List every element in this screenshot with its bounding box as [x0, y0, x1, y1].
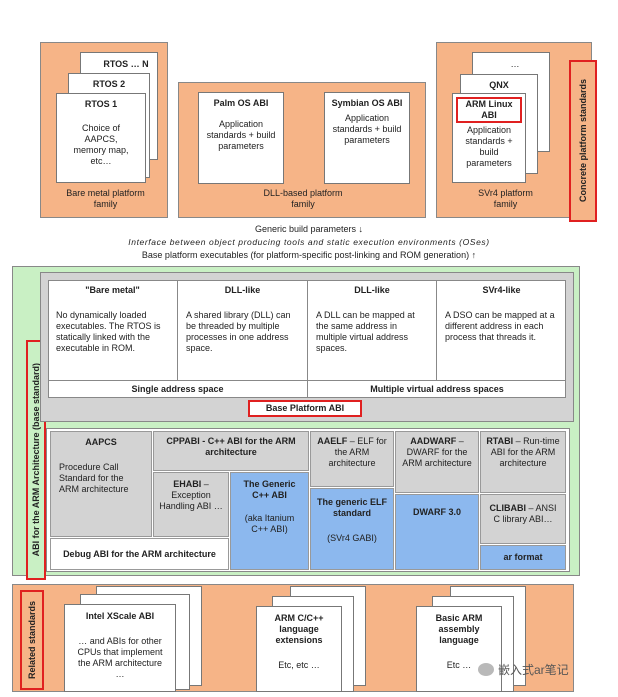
col-dll-like-1-title: DLL-like	[224, 285, 261, 295]
asm-title: Basic ARM assembly language	[435, 613, 483, 645]
wechat-icon	[478, 662, 494, 676]
symbian-os-card: Symbian OS ABI Application standards + b…	[324, 92, 410, 184]
bare-metal-family-label: Bare metal platform family	[66, 188, 145, 209]
col-dll-like-2: DLL-like A DLL can be mapped at the same…	[308, 280, 437, 380]
qnx-label: QNX	[489, 80, 509, 90]
palm-os-desc: Application standards + build parameters	[206, 119, 276, 151]
interface-line: Interface between object producing tools…	[128, 237, 490, 247]
rtos-n-label: RTOS … N	[103, 59, 149, 69]
col-svr4-like: SVr4-like A DSO can be mapped at a diffe…	[437, 280, 566, 380]
arm-linux-title: ARM Linux ABI	[456, 97, 522, 123]
aaelf-desc: – ELF for the ARM architecture	[328, 436, 387, 468]
generic-cpp-abi-desc: (aka Itanium C++ ABI)	[244, 513, 295, 534]
multiple-address-spaces: Multiple virtual address spaces	[308, 380, 566, 398]
col-svr4-like-title: SVr4-like	[482, 285, 521, 295]
clibabi-title: CLIBABI	[489, 503, 526, 513]
svr4-family-label: SVr4 platform family	[478, 188, 533, 209]
col-bare-metal-desc: No dynamically loaded executables. The R…	[56, 310, 161, 353]
cppabi-title: CPPABI - C++ ABI for the ARM architectur…	[166, 436, 296, 457]
cpp-ext-title: ARM C/C++ language extensions	[274, 613, 324, 645]
rtabi-cell: RTABI – Run-time ABI for the ARM archite…	[480, 431, 566, 493]
cpp-ext-card: ARM C/C++ language extensions Etc, etc …	[256, 606, 342, 692]
col-dll-like-2-desc: A DLL can be mapped at the same address …	[316, 310, 415, 353]
aadwarf-title: AADWARF	[410, 436, 457, 446]
generic-build-parameters: Generic build parameters ↓	[254, 224, 364, 234]
arm-linux-desc: Application standards + build parameters	[465, 125, 513, 168]
symbian-os-title: Symbian OS ABI	[331, 98, 403, 108]
generic-elf-cell: The generic ELF standard (SVr4 GABI)	[310, 488, 394, 570]
asm-card: Basic ARM assembly language Etc …	[416, 606, 502, 692]
rtos-2-label: RTOS 2	[92, 79, 126, 89]
aaelf-title: AAELF	[317, 436, 348, 446]
col-dll-like-2-title: DLL-like	[354, 285, 390, 295]
aapcs-desc: Procedure Call Standard for the ARM arch…	[59, 462, 129, 494]
base-platform-abi-label: Base Platform ABI	[248, 400, 362, 417]
col-dll-like-1-desc: A shared library (DLL) can be threaded b…	[186, 310, 291, 353]
palm-os-card: Palm OS ABI Application standards + buil…	[198, 92, 284, 184]
generic-cpp-abi-title: The Generic C++ ABI	[243, 479, 296, 500]
svr4-dots-label: …	[510, 59, 520, 69]
generic-elf-title: The generic ELF standard	[317, 497, 388, 518]
asm-desc: Etc …	[446, 660, 472, 670]
col-dll-like-1: DLL-like A shared library (DLL) can be t…	[178, 280, 308, 380]
ar-format-cell: ar format	[480, 545, 566, 570]
rtos-1-label: RTOS 1	[84, 99, 118, 109]
aaelf-cell: AAELF – ELF for the ARM architecture	[310, 431, 394, 487]
rtabi-title: RTABI	[486, 436, 514, 446]
xscale-card: Intel XScale ABI … and ABIs for other CP…	[64, 604, 176, 692]
dll-family-label: DLL-based platform family	[263, 188, 343, 209]
rtabi-desc: – Run-time ABI for the ARM architecture	[490, 436, 560, 468]
concrete-platform-label: Concrete platform standards	[577, 79, 588, 203]
watermark-text: 嵌入式ar笔记	[498, 662, 569, 677]
aadwarf-desc: – DWARF for the ARM architecture	[402, 436, 472, 468]
ehabi-cell: EHABI – Exception Handling ABI …	[153, 472, 229, 537]
debug-abi-cell: Debug ABI for the ARM architecture	[50, 538, 229, 570]
symbian-os-desc: Application standards + build parameters	[332, 113, 402, 145]
col-svr4-like-desc: A DSO can be mapped at a different addre…	[445, 310, 555, 342]
dwarf3-title: DWARF 3.0	[412, 507, 461, 517]
rtos-1-card: RTOS 1 Choice of AAPCS, memory map, etc…	[56, 93, 146, 183]
related-label-box: Related standards	[20, 590, 44, 690]
cpp-ext-desc: Etc, etc …	[278, 660, 320, 670]
dwarf3-cell: DWARF 3.0	[395, 494, 479, 570]
cppabi-cell: CPPABI - C++ ABI for the ARM architectur…	[153, 431, 309, 471]
aapcs-title: AAPCS	[85, 437, 117, 447]
concrete-platform-label-box: Concrete platform standards	[569, 60, 597, 222]
rtos-1-desc: Choice of AAPCS, memory map, etc…	[73, 123, 129, 166]
col-bare-metal: "Bare metal" No dynamically loaded execu…	[48, 280, 178, 380]
palm-os-title: Palm OS ABI	[213, 98, 269, 108]
aadwarf-cell: AADWARF – DWARF for the ARM architecture	[395, 431, 479, 493]
xscale-desc: … and ABIs for other CPUs that implement…	[77, 636, 163, 679]
single-address-space: Single address space	[48, 380, 308, 398]
generic-elf-desc: (SVr4 GABI)	[327, 533, 377, 543]
clibabi-desc: – ANSI C library ABI…	[493, 503, 557, 524]
ehabi-desc: – Exception Handling ABI …	[159, 479, 223, 511]
related-label: Related standards	[26, 600, 37, 680]
generic-cpp-abi-cell: The Generic C++ ABI (aka Itanium C++ ABI…	[230, 472, 309, 570]
arm-linux-card: ARM Linux ABI Application standards + bu…	[452, 93, 526, 183]
col-bare-metal-title: "Bare metal"	[85, 285, 140, 295]
xscale-title: Intel XScale ABI	[85, 611, 155, 621]
aapcs-cell: AAPCS Procedure Call Standard for the AR…	[50, 431, 152, 537]
clibabi-cell: CLIBABI – ANSI C library ABI…	[480, 494, 566, 544]
base-platform-executables: Base platform executables (for platform-…	[141, 250, 477, 260]
ehabi-title: EHABI	[173, 479, 202, 489]
watermark: 嵌入式ar笔记	[478, 658, 618, 680]
